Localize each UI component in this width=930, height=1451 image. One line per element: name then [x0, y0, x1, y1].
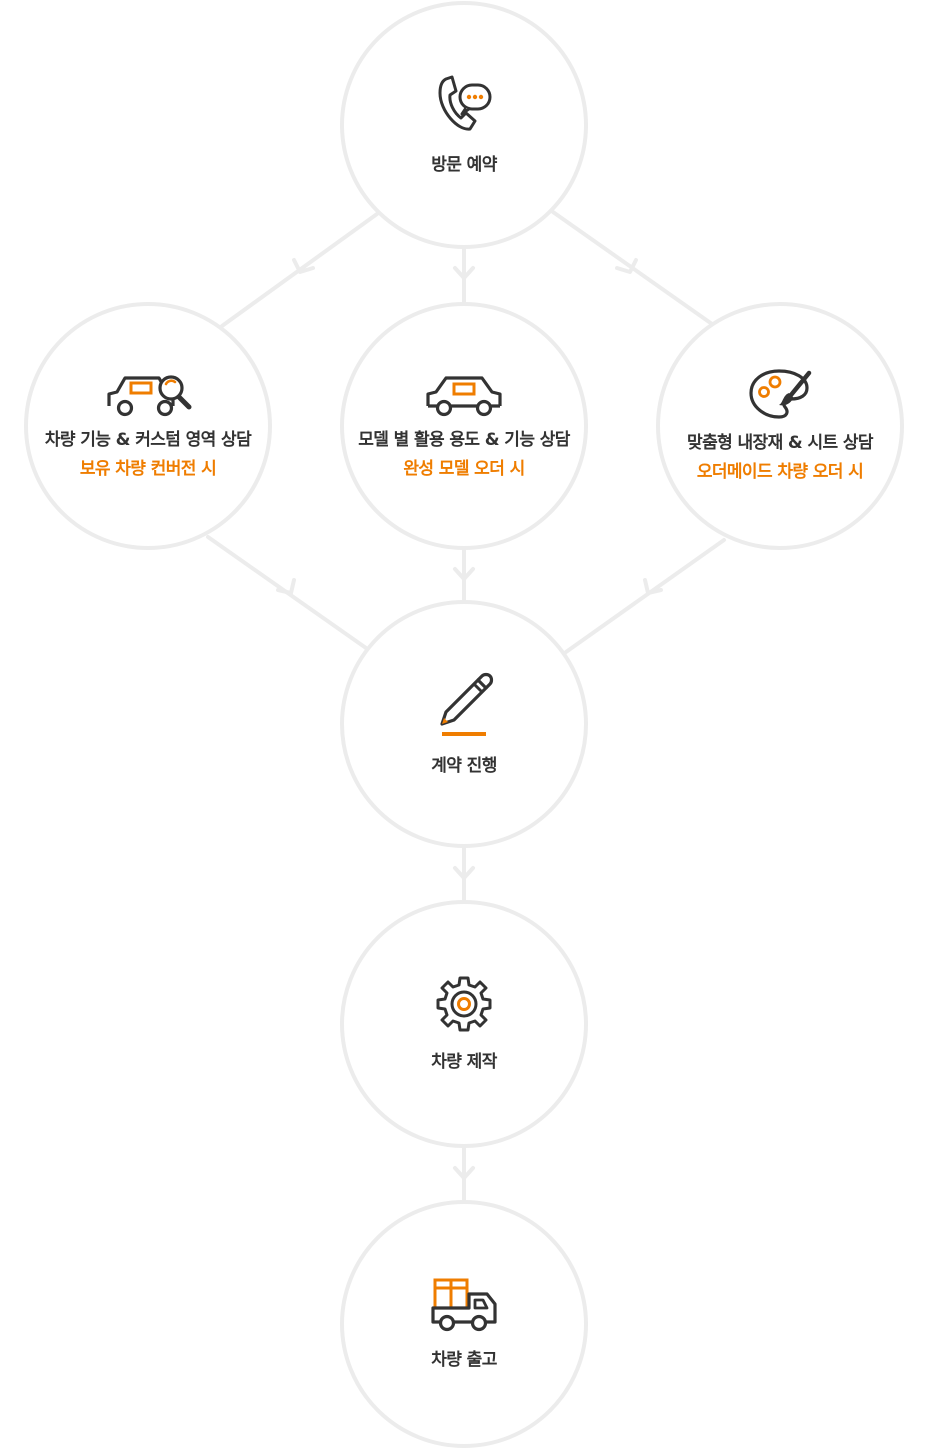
step-title: 차량 제작: [431, 1052, 497, 1072]
step-subtitle: 보유 차량 컨버전 시: [79, 459, 217, 479]
gear-icon: [434, 974, 494, 1034]
truck-icon: [429, 1276, 499, 1332]
step-title: 방문 예약: [431, 155, 497, 175]
arrow-head: [643, 578, 663, 595]
step-production: 차량 제작: [340, 900, 588, 1148]
arrow-head: [453, 266, 475, 280]
step-model-consult: 모델 별 활용 용도 & 기능 상담 완성 모델 오더 시: [340, 302, 588, 550]
step-subtitle: 완성 모델 오더 시: [403, 459, 525, 479]
arrow-head: [453, 1166, 475, 1180]
phone-chat-icon: [432, 73, 496, 137]
arrow-head: [276, 578, 296, 595]
car-icon: [424, 370, 504, 418]
step-interior-consult: 맞춤형 내장재 & 시트 상담 오더메이드 차량 오더 시: [656, 302, 904, 550]
step-title: 맞춤형 내장재 & 시트 상담: [687, 433, 874, 453]
step-subtitle: 오더메이드 차량 오더 시: [696, 462, 864, 482]
arrow-head: [292, 258, 315, 274]
arrow-head: [453, 866, 475, 880]
connector-interior-contract: [564, 538, 726, 654]
step-title: 모델 별 활용 용도 & 기능 상담: [358, 430, 570, 450]
palette-brush-icon: [745, 367, 815, 421]
step-title: 계약 진행: [431, 756, 497, 776]
step-title: 차량 출고: [431, 1350, 497, 1370]
step-title: 차량 기능 & 커스텀 영역 상담: [44, 430, 252, 450]
step-contract: 계약 진행: [340, 600, 588, 848]
step-visit-reservation: 방문 예약: [340, 1, 588, 249]
step-custom-consult: 차량 기능 & 커스텀 영역 상담 보유 차량 컨버전 시: [24, 302, 272, 550]
arrow-head: [453, 567, 475, 581]
pen-icon: [432, 670, 496, 738]
car-search-icon: [103, 370, 193, 418]
arrow-head: [615, 258, 638, 274]
step-delivery: 차량 출고: [340, 1200, 588, 1448]
